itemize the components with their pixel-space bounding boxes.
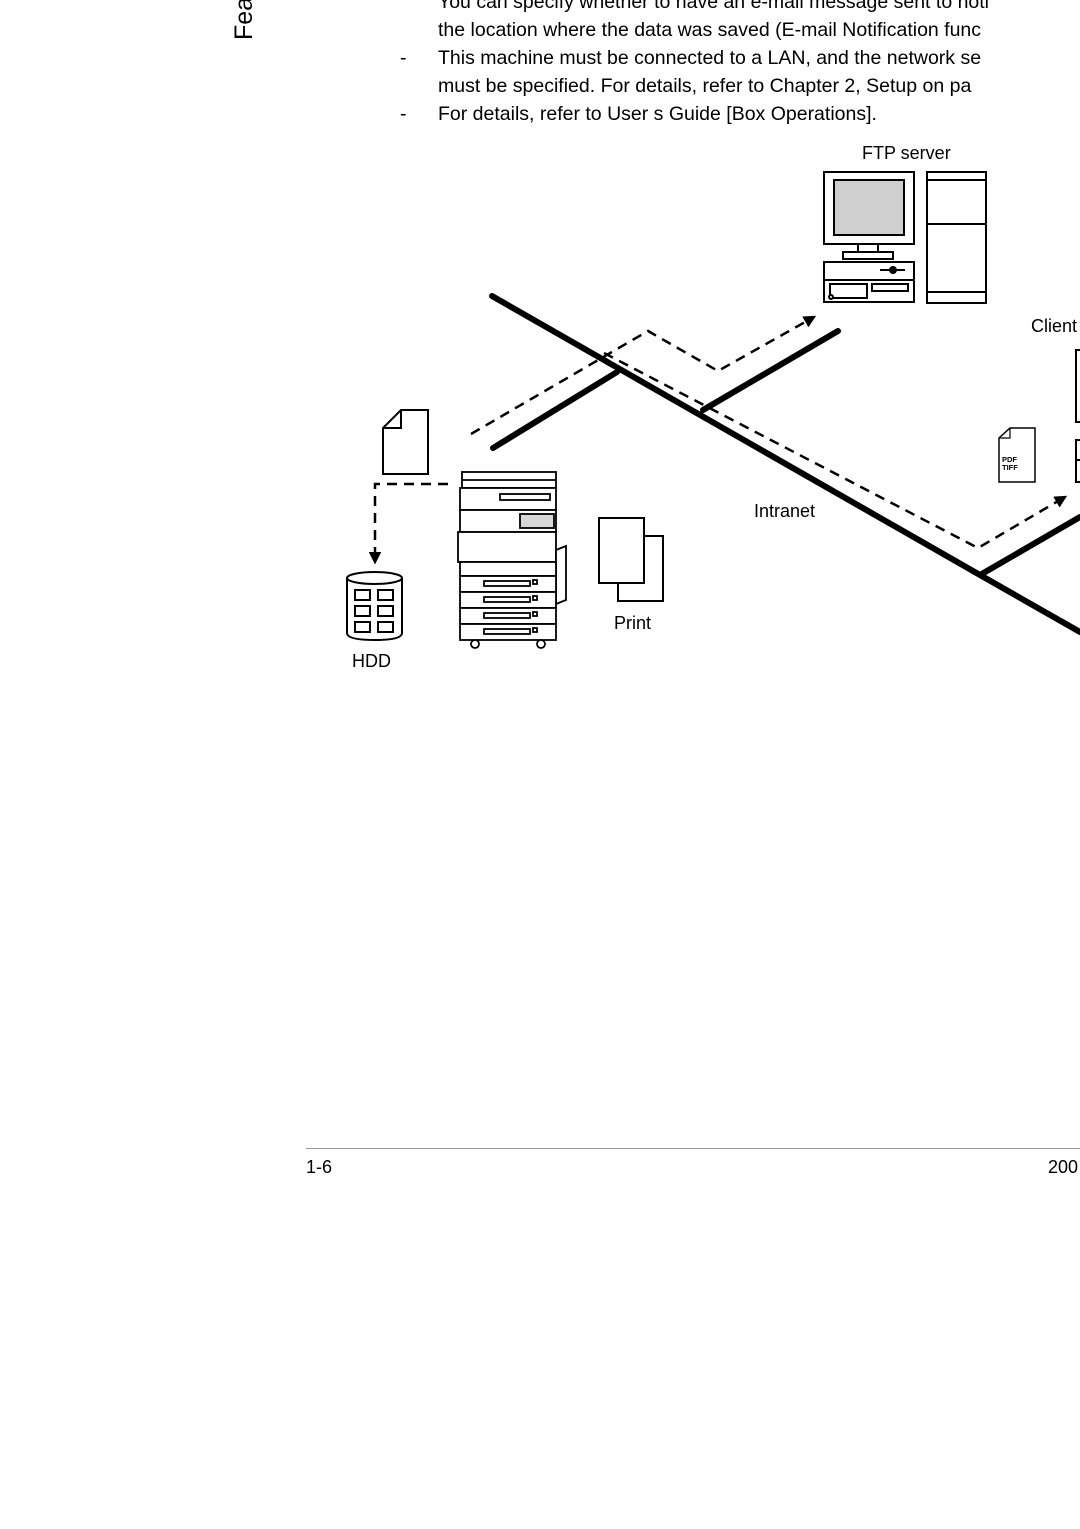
hdd-label: HDD [352,651,391,671]
bullet-line: For details, refer to User s Guide [Box … [438,103,877,125]
network-diagram: PDF TIFF [346,143,1080,671]
document-icon [382,409,429,475]
bullet-box-operations: - For details, refer to User s Guide [Bo… [398,100,1080,128]
ftp-server-icon [823,171,987,304]
bullet-dash: - [400,103,407,125]
bullet-line: the location where the data was saved (E… [438,19,982,41]
mfp-printer-icon [457,471,567,649]
file-type-tiff: TIFF [1002,463,1018,472]
print-label: Print [614,613,651,633]
file-type-pdf: PDF [1002,455,1017,464]
client-label: Client [1031,316,1077,336]
bullet-line: You can specify whether to have an e-mai… [438,0,990,13]
pdf-tiff-file-icon: PDF TIFF [998,427,1036,483]
intranet-label: Intranet [754,501,815,521]
client-pc-icon [1075,349,1080,483]
network-lines [489,293,1080,635]
bullet-dash: - [400,47,407,69]
bullet-email-notification: You can specify whether to have an e-mai… [398,0,1080,44]
ftp-server-label: FTP server [862,143,951,163]
hdd-icon [346,571,403,642]
bullet-line: This machine must be connected to a LAN,… [438,47,982,69]
page-number: 1-6 [306,1157,333,1177]
printed-pages-icon [598,517,664,602]
bullet-list: You can specify whether to have an e-mai… [398,0,1080,128]
data-flow-arrows [368,315,1068,565]
footer-right-text: 200 [1048,1157,1079,1177]
footer-rule [306,1148,1080,1149]
bullet-line: must be specified. For details, refer to… [438,75,972,97]
bullet-lan-connection: - This machine must be connected to a LA… [398,44,1080,100]
